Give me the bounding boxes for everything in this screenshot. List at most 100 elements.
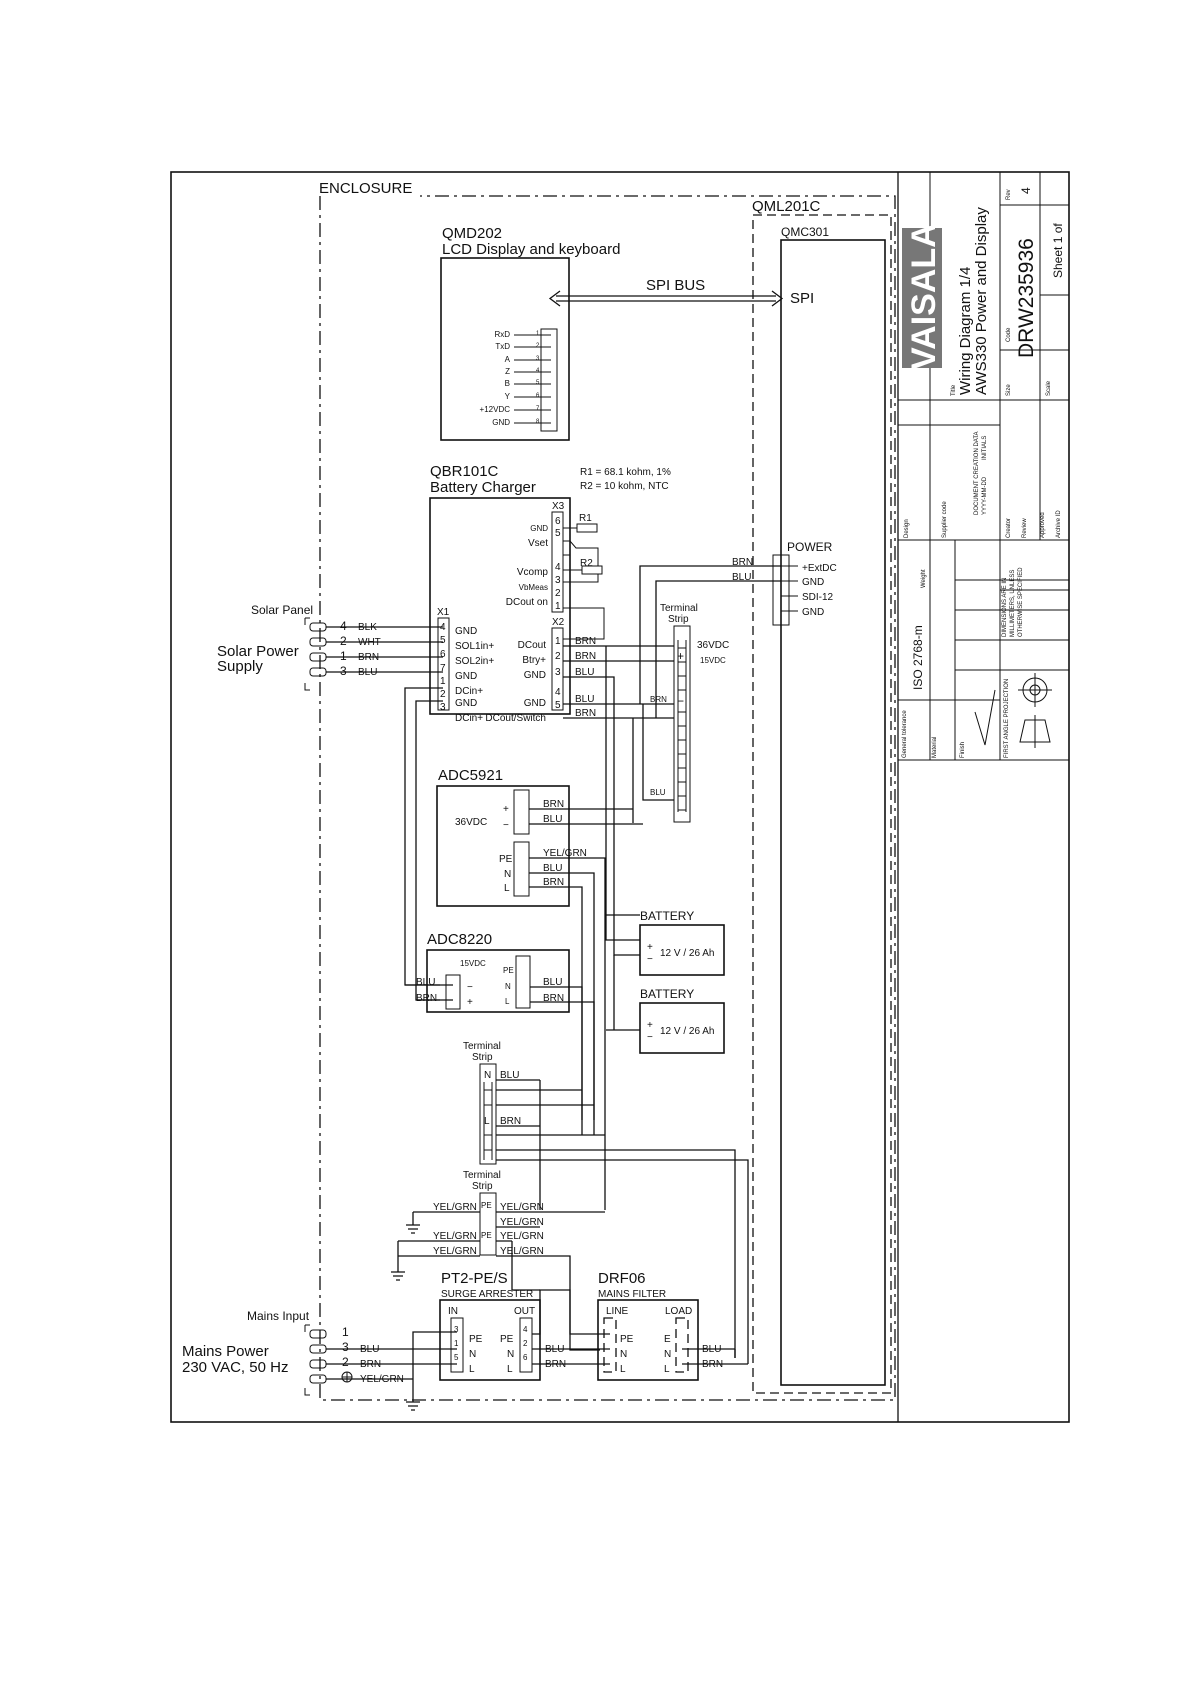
- adc8220-minus: −: [467, 982, 473, 993]
- pt2-out-n: N: [507, 1349, 514, 1360]
- mains-connector: [304, 1324, 327, 1396]
- pt2-out-pe: PE: [500, 1334, 514, 1345]
- wire-brn-label: BRN: [543, 877, 564, 888]
- finish-key: Finish: [960, 742, 966, 758]
- battery-2-box: [639, 1002, 725, 1054]
- drf06-load: LOAD: [665, 1306, 692, 1317]
- qmd-pin-label: B: [505, 379, 510, 388]
- qmd-pin-label: RxD: [494, 330, 510, 339]
- drf06-n: N: [620, 1349, 627, 1360]
- qmd-pin-num: 3: [536, 356, 540, 362]
- dcout-on-label: DCout on: [506, 597, 548, 608]
- x1-pin-label: SOL1in+: [455, 641, 494, 652]
- pt2-in-pe: PE: [469, 1334, 483, 1345]
- ground-icon: [391, 1271, 405, 1281]
- mains-power-label-2: 230 VAC, 50 Hz: [182, 1359, 288, 1376]
- drawing-title-2: AWS330 Power and Display: [973, 207, 990, 395]
- wire-blu-label: BLU: [543, 814, 562, 825]
- projection-key: FIRST ANGLE PROJECTION: [1004, 679, 1010, 758]
- drf06-out-l: L: [664, 1364, 670, 1375]
- adc8220-wires: [405, 984, 595, 1135]
- wire-brn-label: BRN: [543, 799, 564, 810]
- ts-mid-label-2: Strip: [472, 1052, 493, 1063]
- x1-num: 2: [440, 689, 446, 700]
- ts-pe-1: PE: [481, 1201, 492, 1210]
- mains-power-label: Mains Power: [182, 1343, 269, 1360]
- qmd-pin-label: +12VDC: [480, 405, 511, 414]
- x1-num: 7: [440, 663, 446, 674]
- pt2-in-connector: [450, 1317, 464, 1373]
- wire-brn-label: BRN: [575, 651, 596, 662]
- ts-pe-label-2: Strip: [472, 1181, 493, 1192]
- mains-num: 1: [342, 1325, 349, 1339]
- qmd-pin-num: 2: [536, 343, 540, 349]
- wire-yelgrn-label: YEL/GRN: [500, 1231, 544, 1242]
- pt2-in-num: 1: [454, 1339, 459, 1348]
- x3-label: X3: [552, 501, 565, 512]
- x3-num: 5: [555, 528, 561, 539]
- adc5921-pe: PE: [499, 854, 513, 865]
- solar-num: 1: [340, 649, 347, 663]
- drawing-rev: 4: [1019, 187, 1033, 194]
- wire-brn-label: BRN: [732, 557, 753, 568]
- r1-note: R1 = 68.1 kohm, 1%: [580, 467, 671, 478]
- drawing-title-1: Wiring Diagram 1/4: [957, 267, 974, 395]
- qmd202-subtitle: LCD Display and keyboard: [442, 241, 620, 258]
- mains-num: 3: [342, 1340, 349, 1354]
- adc5921-title: ADC5921: [438, 767, 503, 784]
- pt2-in: IN: [448, 1306, 458, 1317]
- ts-mid-label: Terminal: [463, 1041, 501, 1052]
- wire-yelgrn-label: YEL/GRN: [433, 1246, 477, 1257]
- x3-num: 4: [555, 562, 561, 573]
- spi-bus-label: SPI BUS: [646, 277, 705, 294]
- drf06-pe: PE: [620, 1334, 634, 1345]
- qmd-pin-label: Y: [505, 392, 511, 401]
- pt2-box: [439, 1299, 541, 1381]
- adc8220-voltage: 15VDC: [460, 959, 486, 968]
- ts-plus: +: [677, 649, 684, 663]
- qmc301-label: QMC301: [781, 225, 829, 239]
- x1-num: 3: [440, 702, 446, 713]
- adc5921-wires: [529, 808, 643, 1210]
- drf06-e: E: [664, 1334, 671, 1345]
- pt2-out-num: 2: [523, 1339, 528, 1348]
- x2-pin-label: GND: [524, 698, 546, 709]
- pt2-out: OUT: [514, 1306, 535, 1317]
- qbr101c-box: [429, 497, 571, 715]
- pt2-in-num: 5: [454, 1353, 459, 1362]
- adc8220-l: L: [505, 997, 510, 1006]
- solar-num: 4: [340, 619, 347, 633]
- ts-top-rails: [677, 640, 687, 812]
- wire-brn-label: BRN: [575, 708, 596, 719]
- x2-label: X2: [552, 617, 565, 628]
- x3-num: 2: [555, 588, 561, 599]
- x1-num: 5: [440, 635, 446, 646]
- mains-num: 2: [342, 1355, 349, 1369]
- adc5921-plus: +: [503, 804, 509, 815]
- wire-brn-label: BRN: [416, 993, 437, 1004]
- adc8220-dc-connector: [445, 974, 461, 1010]
- pt2-out-num: 4: [523, 1325, 528, 1334]
- battery-2-spec: 12 V / 26 Ah: [660, 1026, 715, 1037]
- battery-2-label: BATTERY: [640, 987, 694, 1001]
- battery-wires: [605, 915, 640, 1031]
- wire-blu-label: BLU: [575, 667, 594, 678]
- spi-label: SPI: [790, 290, 814, 307]
- x3-num: 3: [555, 575, 561, 586]
- qmd-pin-num: 8: [536, 419, 540, 425]
- qmd202-title: QMD202: [442, 225, 502, 242]
- wire-blu-label: BLU: [500, 1070, 519, 1081]
- doc-data-key: DOCUMENT CREATION DATA: [974, 431, 980, 515]
- drf-out-wires: [682, 1345, 749, 1365]
- archive-key: Archive ID: [1056, 510, 1062, 538]
- terminal-strip-top: [673, 625, 691, 823]
- solar-num: 3: [340, 664, 347, 678]
- x2-pin-label: DCout/Switch: [485, 713, 546, 724]
- mains-input-label: Mains Input: [247, 1309, 310, 1323]
- ts-mid-wires: [496, 1079, 749, 1358]
- battery-1-minus: −: [647, 954, 653, 965]
- qmd-pin-label: A: [505, 355, 511, 364]
- ts-mid-n: N: [484, 1070, 491, 1081]
- r2-note: R2 = 10 kohm, NTC: [580, 481, 669, 492]
- drf06-title: DRF06: [598, 1270, 646, 1287]
